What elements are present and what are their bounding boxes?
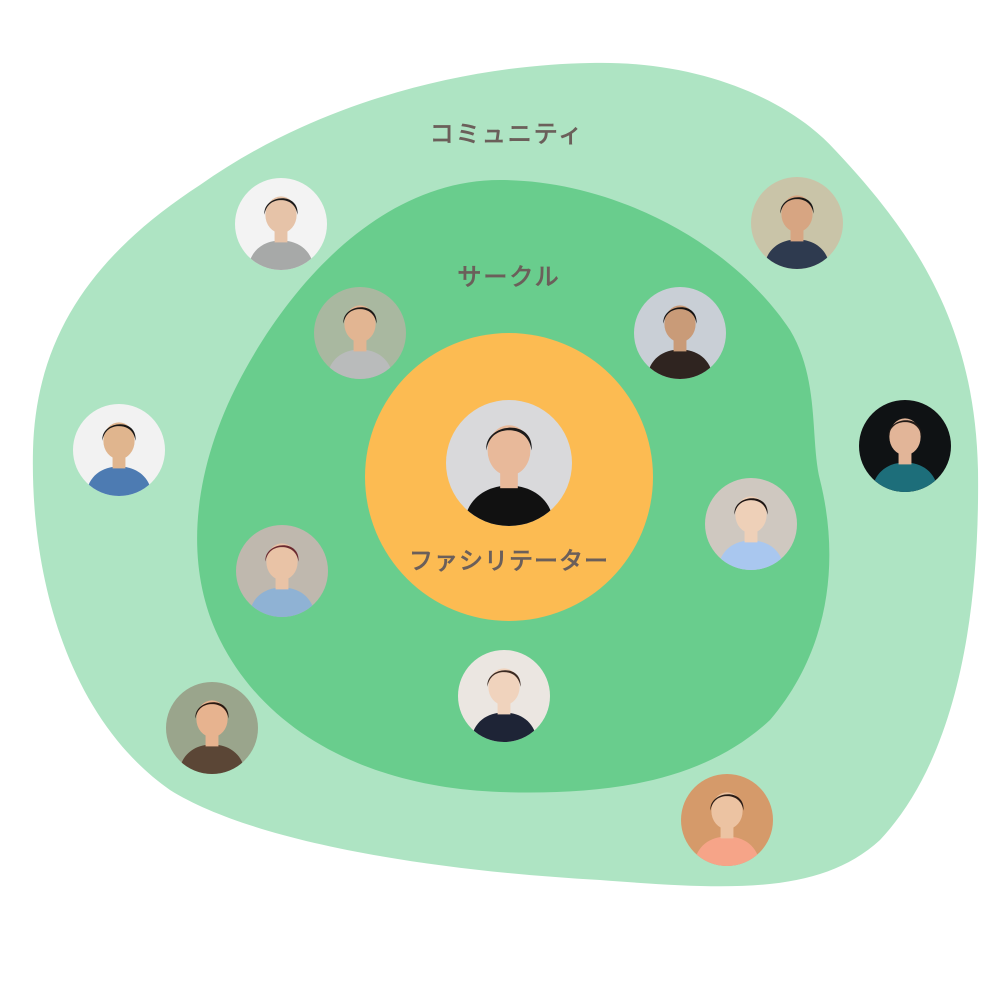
person-photo-icon	[236, 525, 328, 617]
person-photo-icon	[314, 287, 406, 379]
person-photo-icon	[705, 478, 797, 570]
community-member-avatar[interactable]	[73, 404, 165, 496]
person-photo-icon	[458, 650, 550, 742]
community-member-avatar[interactable]	[751, 177, 843, 269]
community-member-avatar[interactable]	[166, 682, 258, 774]
circle-member-avatar[interactable]	[236, 525, 328, 617]
facilitator-label: ファシリテーター	[409, 547, 609, 575]
circle-member-avatar[interactable]	[634, 287, 726, 379]
person-photo-icon	[634, 287, 726, 379]
community-member-avatar[interactable]	[235, 178, 327, 270]
circle-member-avatar[interactable]	[458, 650, 550, 742]
community-label: コミュニティ	[429, 120, 585, 148]
community-member-avatar[interactable]	[681, 774, 773, 866]
person-photo-icon	[681, 774, 773, 866]
circle-member-avatar[interactable]	[314, 287, 406, 379]
circle-member-avatar[interactable]	[705, 478, 797, 570]
person-photo-icon	[73, 404, 165, 496]
person-photo-icon	[446, 400, 572, 526]
circle-label: サークル	[457, 263, 561, 291]
person-photo-icon	[859, 400, 951, 492]
person-photo-icon	[235, 178, 327, 270]
person-photo-icon	[751, 177, 843, 269]
community-member-avatar[interactable]	[859, 400, 951, 492]
person-photo-icon	[166, 682, 258, 774]
facilitator-avatar[interactable]	[446, 400, 572, 526]
